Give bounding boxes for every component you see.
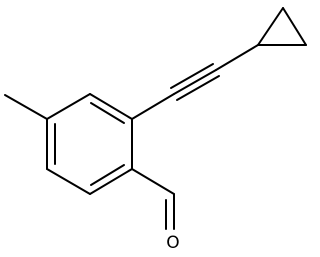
bond	[282, 7, 307, 46]
bond	[89, 168, 133, 195]
bond	[90, 102, 125, 124]
bond	[176, 75, 220, 101]
bond	[46, 168, 91, 195]
bond	[4, 94, 48, 120]
bond	[215, 44, 259, 71]
bond-lines	[4, 7, 307, 230]
bond	[89, 93, 133, 120]
bond	[131, 93, 175, 120]
bond	[257, 7, 284, 46]
bond	[46, 93, 91, 120]
molecule-diagram: O	[4, 7, 307, 253]
bond	[90, 164, 125, 186]
oxygen-atom-label: O	[166, 233, 179, 253]
structure-drawing: O	[4, 7, 307, 253]
bond	[173, 69, 217, 95]
bond	[131, 168, 175, 195]
bond	[170, 63, 214, 89]
